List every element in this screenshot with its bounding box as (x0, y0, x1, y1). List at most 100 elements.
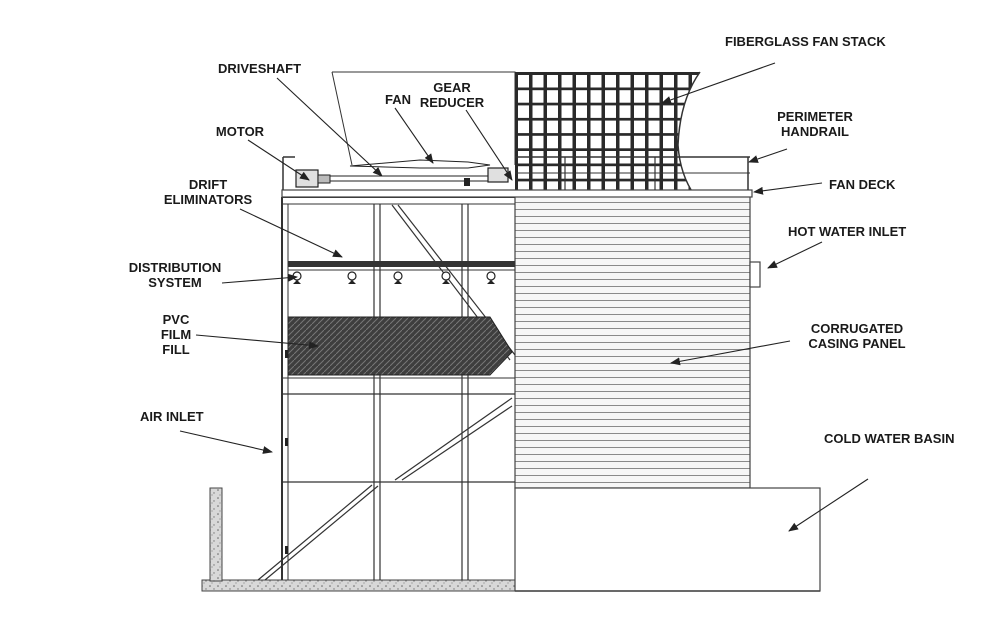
fan-stack-cell (547, 181, 558, 194)
fan-stack-cell (619, 120, 631, 134)
fan-stack-cell (590, 135, 602, 149)
fan-stack-cell (547, 90, 558, 103)
fan-stack-cell (692, 105, 700, 118)
fan-stack-cell (576, 166, 587, 179)
fan-stack-cell (677, 75, 689, 88)
fan-stack-cell (634, 135, 645, 149)
label-gear-reducer-line2: REDUCER (420, 95, 485, 110)
drift-eliminators (288, 261, 515, 267)
concrete-wall (209, 487, 223, 582)
fan-stack-cell (518, 166, 529, 179)
label-motor: MOTOR (216, 124, 265, 139)
fan-stack-cell (547, 135, 558, 149)
fan-stack-cell (576, 90, 587, 103)
fan-stack-cell (692, 120, 700, 134)
fan-stack-cell (532, 90, 544, 103)
tower-structure (257, 196, 516, 581)
label-gear-reducer-line1: GEAR (433, 80, 471, 95)
fan-stack-cell (576, 105, 587, 118)
label-fan-deck: FAN DECK (829, 177, 896, 192)
fan-stack-cell (590, 105, 602, 118)
fan-stack-cell (576, 135, 587, 149)
fan-stack-cell (619, 75, 631, 88)
fan-stack-outline (332, 71, 516, 165)
fan-stack-cell (634, 166, 645, 179)
fan-stack-cell (619, 105, 631, 118)
fan-stack-cell (663, 135, 674, 149)
fan-stack-cell (590, 90, 602, 103)
perimeter-handrail (282, 156, 750, 190)
fan-stack-cell (518, 90, 529, 103)
fan-stack-cell (663, 75, 674, 88)
fan-blade (349, 159, 491, 169)
fan-stack-cell (648, 90, 660, 103)
fan-stack-cell (576, 75, 587, 88)
fan-stack-cell (518, 120, 529, 134)
distribution-nozzle (486, 271, 496, 284)
fan-stack-cell (561, 120, 573, 134)
label-air-inlet: AIR INLET (140, 409, 204, 424)
fan-stack-cell (634, 181, 645, 194)
label-fiberglass-fan-stack: FIBERGLASS FAN STACK (725, 34, 886, 49)
fan-stack-cell (692, 166, 700, 179)
label-corrugated-casing-panel-line1: CORRUGATED (811, 321, 903, 336)
fan-stack-cell (561, 135, 573, 149)
fan-stack-cell (605, 166, 616, 179)
distribution-system (288, 269, 515, 284)
label-perimeter-handrail-line2: HANDRAIL (781, 124, 849, 139)
label-perimeter-handrail-line1: PERIMETER (777, 109, 853, 124)
fan-stack-cell (532, 166, 544, 179)
fan-stack-cell (648, 181, 660, 194)
fiberglass-fan-stack (515, 72, 700, 196)
label-driveshaft: DRIVESHAFT (218, 61, 301, 76)
fan-stack-cell (590, 75, 602, 88)
distribution-nozzle (393, 271, 403, 284)
fan-stack-cell (561, 166, 573, 179)
fan-stack-cell (532, 105, 544, 118)
fan-stack-cell (518, 181, 529, 194)
fan-stack-cell (605, 90, 616, 103)
fan-stack-cell (619, 181, 631, 194)
concrete-ground-slab (201, 579, 521, 592)
fan-stack-cell (605, 75, 616, 88)
fan-stack-cell (619, 166, 631, 179)
fan-stack-cell (634, 120, 645, 134)
fan-stack-cell (605, 135, 616, 149)
fan-stack-cell (547, 120, 558, 134)
fan-stack-cell (561, 90, 573, 103)
fan-stack-cell (547, 166, 558, 179)
fan-stack-cell (590, 120, 602, 134)
distribution-nozzle (347, 271, 357, 284)
fan-stack-cell (590, 181, 602, 194)
distribution-nozzle (292, 271, 302, 284)
fan-stack-cell (619, 90, 631, 103)
fan-stack-cell (561, 181, 573, 194)
fan-stack-cell (648, 75, 660, 88)
fan-stack-cell (561, 105, 573, 118)
fan-stack-left-edge (331, 71, 353, 166)
fan-stack-cell (590, 166, 602, 179)
fan-stack-cell (576, 181, 587, 194)
driveshaft (329, 175, 501, 182)
pvc-film-fill (287, 316, 513, 376)
fan-stack-cell (677, 181, 689, 194)
hot-water-inlet-pipe (749, 261, 761, 288)
label-pvc-film-fill-line3: FILL (162, 342, 189, 357)
label-pvc-film-fill-line2: FILM (161, 327, 191, 342)
fan-stack-cell (663, 105, 674, 118)
label-drift-eliminators-line1: DRIFT (189, 177, 227, 192)
label-drift-eliminators-line2: ELIMINATORS (164, 192, 253, 207)
fan-stack-cell (677, 90, 689, 103)
fan-stack-cell (605, 181, 616, 194)
fan-stack-cell (634, 90, 645, 103)
fan-stack-cell (619, 135, 631, 149)
fan-stack-cell (648, 166, 660, 179)
fan-stack-cell (518, 135, 529, 149)
fan-deck (281, 189, 753, 198)
cold-water-basin (514, 487, 821, 592)
fan-stack-cell (532, 135, 544, 149)
fan-stack-cell (663, 120, 674, 134)
fan-stack-cell (518, 105, 529, 118)
